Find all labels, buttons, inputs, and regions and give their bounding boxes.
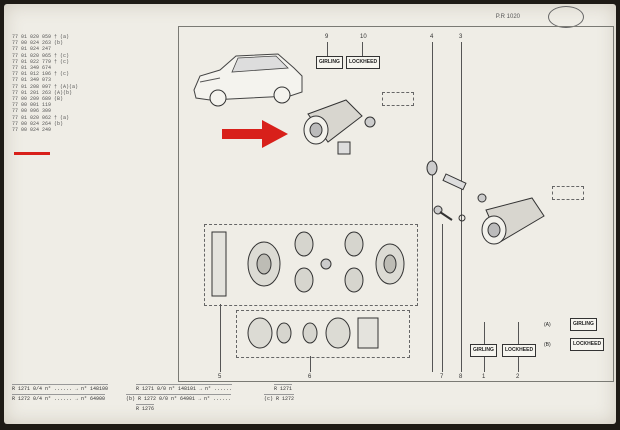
serial-cell: (c) R 1272 <box>264 394 295 402</box>
callout-4: 4 <box>430 34 434 40</box>
part-number-item: 77 00 024 249 <box>12 127 52 134</box>
part-number-item: 77 01 020 059 † (a) <box>12 34 70 40</box>
legend-girling: GIRLING <box>570 318 597 331</box>
serial-cell: R 1276 <box>136 404 155 412</box>
repair-kit-box <box>204 224 418 306</box>
wheel-cylinder-lower <box>477 193 545 245</box>
part-number-list: 77 01 020 059 † (a)77 00 024 263 (b)77 0… <box>12 34 78 133</box>
seal-kit-parts <box>247 317 379 349</box>
highlight-underline <box>14 152 50 155</box>
part-number-item: 77 00 209 689 (B) <box>12 96 64 103</box>
wheel-cylinder-upper <box>303 99 376 155</box>
legend-b: (B) <box>544 342 551 348</box>
callout-6: 6 <box>308 374 312 380</box>
serial-cell: R 1271 <box>274 384 293 392</box>
part-number-item: 77 01 208 097 † (A)(a) <box>12 83 79 90</box>
serial-cell: R 1271 0/4 n° ...... → n° 148100 <box>12 384 109 392</box>
callout-10: 10 <box>360 34 367 40</box>
callout-8: 8 <box>459 374 463 380</box>
part-number-item: 77 01 012 106 † (c) <box>12 71 70 78</box>
bleed-screw-parts <box>426 160 467 191</box>
repair-kit-parts <box>211 231 405 297</box>
bolt-part <box>433 205 466 222</box>
lockheed-label-bottom: LOCKHEED <box>502 344 537 357</box>
part-number-item: 77 01 349 674 <box>12 65 52 72</box>
part-number-item: 77 00 096 309 <box>12 108 52 115</box>
part-number-item: 77 01 349 073 <box>12 77 52 84</box>
legend-lockheed: LOCKHEED <box>570 338 605 351</box>
girling-label-top: GIRLING <box>316 56 343 69</box>
catalog-page: P.R 1020 77 01 020 059 † (a)77 00 024 26… <box>4 4 616 424</box>
callout-9: 9 <box>325 34 329 40</box>
part-number-item: 77 01 022 779 † (c) <box>12 58 70 65</box>
part-number-item: 77 00 024 263 (b) <box>12 40 64 47</box>
part-number-item: 77 01 201 263 (A)(b) <box>12 89 73 96</box>
page-reference: P.R 1020 <box>495 14 520 20</box>
callout-2: 2 <box>516 374 520 380</box>
callout-5: 5 <box>218 374 222 380</box>
girling-label-bottom: GIRLING <box>470 344 497 357</box>
seal-kit-box <box>236 310 410 358</box>
part-number-item: 77 01 020 065 † (c) <box>12 52 70 59</box>
serial-cell: (b) R 1272 0/0 n° 64901 → n° ...... <box>126 394 232 402</box>
car-illustration <box>193 53 303 107</box>
diagram-frame <box>178 26 614 382</box>
lockheed-label-top: LOCKHEED <box>346 56 381 69</box>
legend-a: (A) <box>544 322 551 328</box>
part-number-item: 77 00 001 119 <box>12 102 52 109</box>
part-number-item: 77 00 024 264 (b) <box>12 120 64 127</box>
part-number-item: 77 01 024 247 <box>12 46 52 53</box>
callout-7: 7 <box>440 374 444 380</box>
serial-cell: R 1272 0/4 n° ...... → n° 64900 <box>12 394 106 402</box>
serial-cell: R 1271 0/0 n° 148101 → n° ...... <box>136 384 233 392</box>
part-number-item: 77 01 020 062 † (a) <box>12 114 70 121</box>
callout-1: 1 <box>482 374 486 380</box>
header-emblem-icon <box>548 6 584 28</box>
callout-3: 3 <box>459 34 463 40</box>
serial-table: R 1271 0/4 n° ...... → n° 148100 R 1272 … <box>12 384 612 424</box>
red-arrow-indicator <box>222 120 288 148</box>
